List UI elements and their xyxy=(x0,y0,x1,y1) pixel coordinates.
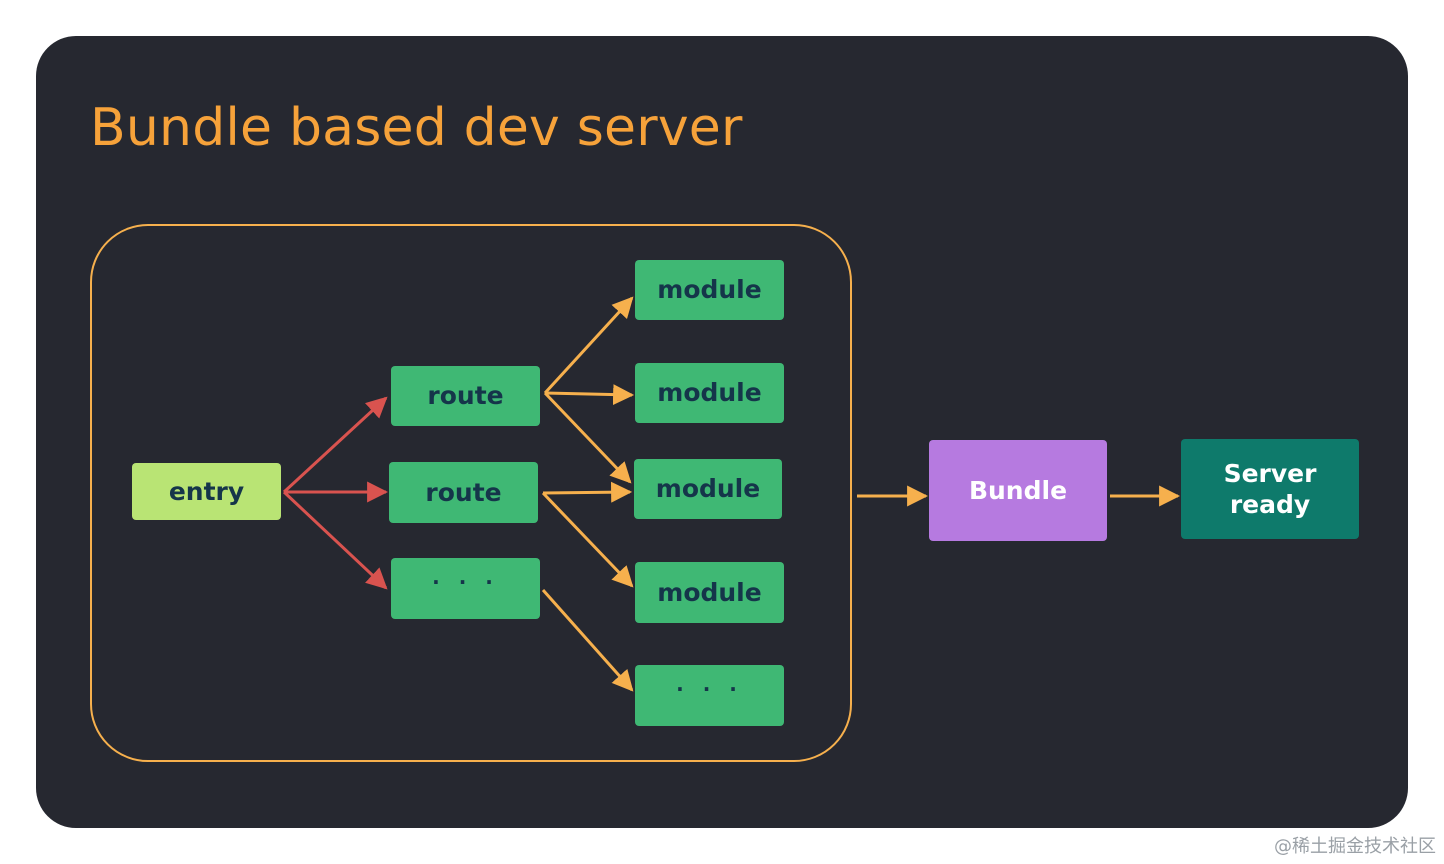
arrow-entry-route-1 xyxy=(282,396,388,494)
route-node-2: route xyxy=(389,462,538,523)
arrow-route1-module3 xyxy=(543,391,632,484)
module-node-1: module xyxy=(635,260,784,320)
arrow-routemore-modulemore xyxy=(541,589,634,692)
route-node-more: · · · xyxy=(391,558,540,619)
arrow-route2-module3 xyxy=(542,481,633,503)
module-node-more: · · · xyxy=(635,665,784,726)
arrow-route1-module1 xyxy=(543,296,634,395)
entry-node: entry xyxy=(132,463,281,520)
module-node-2: module xyxy=(635,363,784,423)
arrow-route2-module4 xyxy=(541,491,634,588)
server-ready-node: Server ready xyxy=(1181,439,1359,539)
bundle-node: Bundle xyxy=(929,440,1107,541)
arrow-entry-route-more xyxy=(282,490,388,590)
route-node-1: route xyxy=(391,366,540,426)
diagram-title: Bundle based dev server xyxy=(90,98,743,158)
module-node-4: module xyxy=(635,562,784,623)
watermark: @稀土掘金技术社区 xyxy=(1274,836,1436,857)
arrow-route1-module2 xyxy=(544,384,635,406)
bundle-group-frame xyxy=(90,224,852,762)
module-node-3: module xyxy=(634,459,782,519)
